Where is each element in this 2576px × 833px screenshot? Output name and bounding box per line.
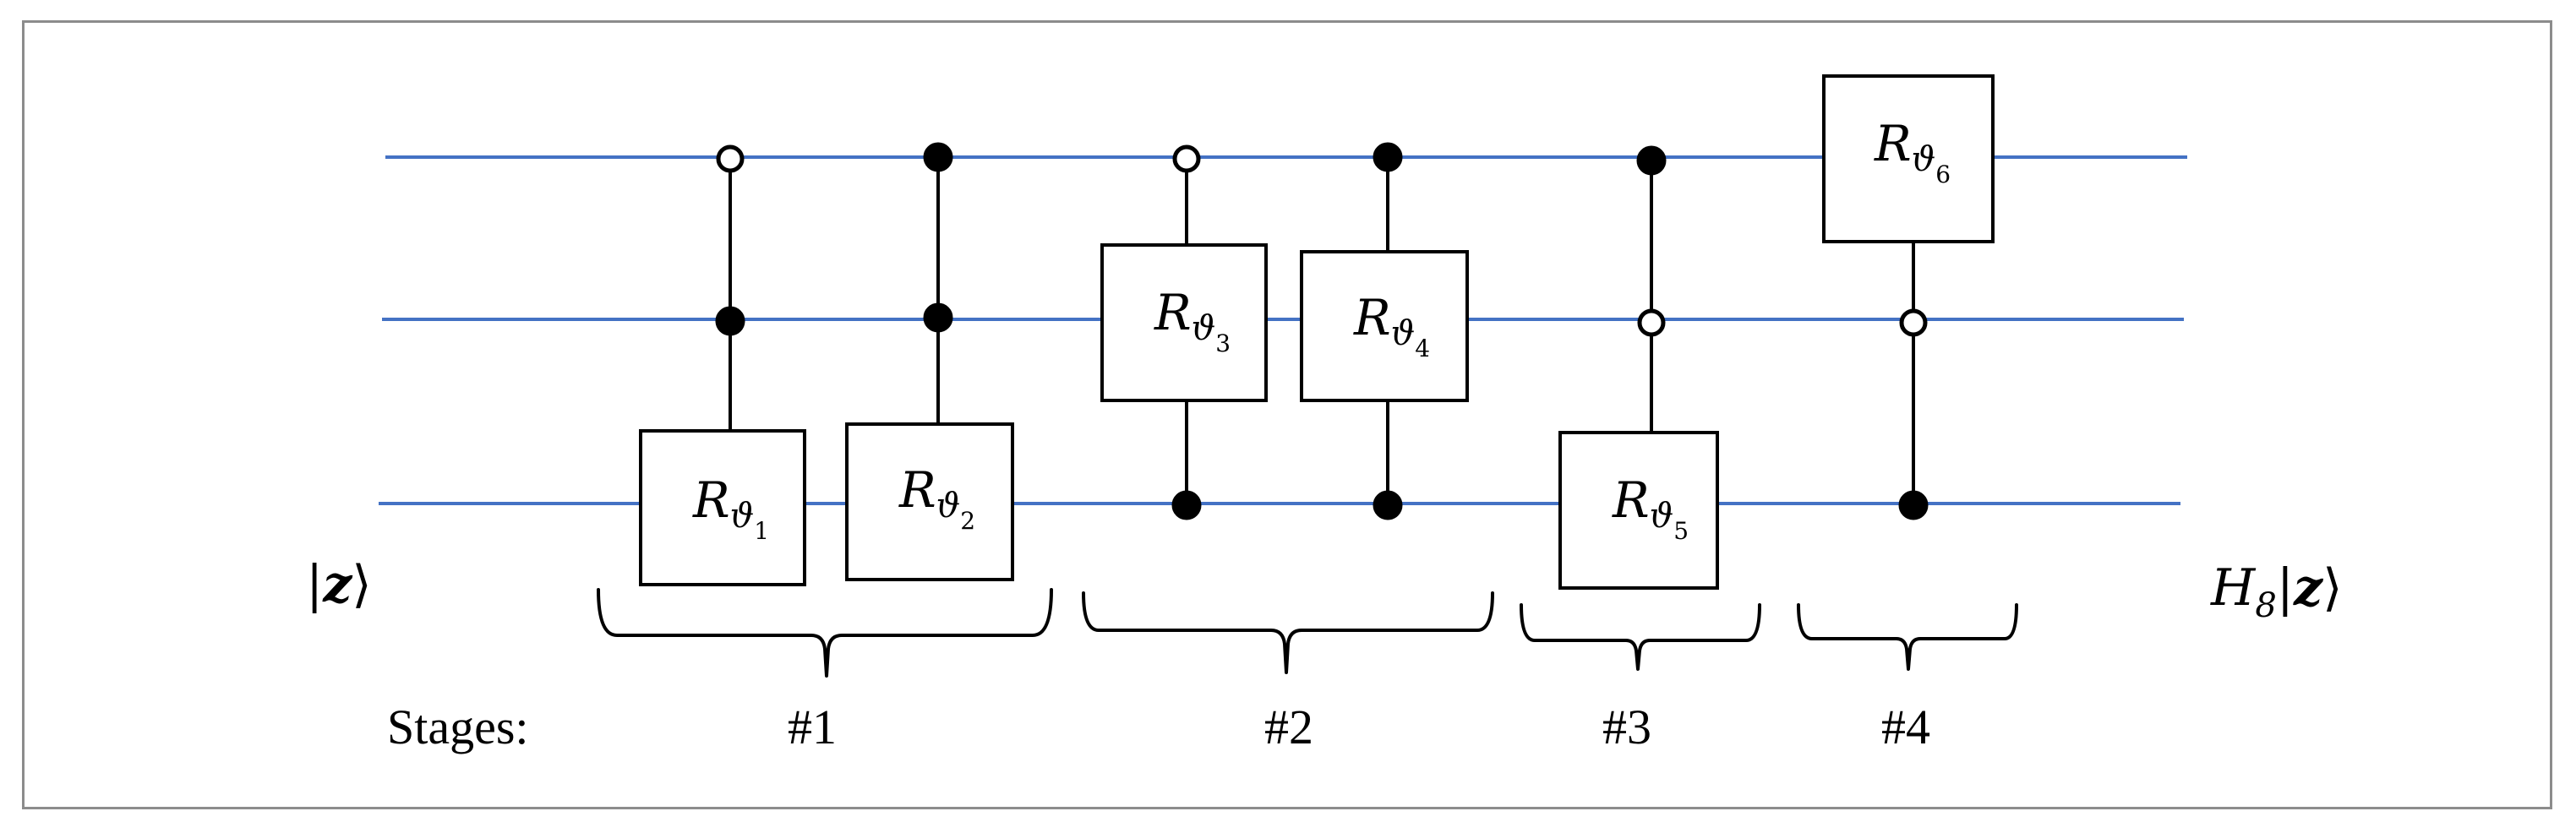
filled-control-dot [1373,490,1403,520]
rotation-gate-box [845,422,1014,581]
gate-label: Rϑ4 [1353,289,1430,362]
rotation-gate-box [639,429,806,586]
filled-control-dot [1898,490,1929,520]
gate-label: Rϑ1 [692,471,769,545]
controlled-gate-6: Rϑ6 [1822,74,1995,520]
stage-2-brace [1082,591,1494,674]
figure-frame [22,20,2552,809]
controlled-gate-3: Rϑ3 [1100,144,1268,520]
filled-control-dot [923,302,953,333]
open-control-dot [1899,308,1928,337]
filled-control-dot [715,306,745,336]
output-state-label: H8|z⟩ [2210,558,2343,625]
controlled-gate-5: Rϑ5 [1558,145,1719,590]
filled-control-dot [1171,490,1202,520]
open-control-dot [1172,144,1201,173]
stage-1-brace [597,588,1053,678]
gate-label: Rϑ6 [1874,115,1951,188]
stage-4-brace [1797,603,2018,671]
open-control-dot [716,144,745,173]
input-state-label: |z⟩ [306,555,372,614]
controlled-gate-4: Rϑ4 [1300,142,1469,520]
filled-control-dot [1373,142,1403,172]
rotation-gate-box [1100,243,1268,402]
open-control-dot [1637,308,1666,337]
gate-label: Rϑ3 [1154,284,1231,357]
rotation-gate-box [1822,74,1995,243]
stage-3-brace [1520,603,1761,671]
stage-4-label: #4 [1881,700,1930,754]
controlled-gate-2: Rϑ2 [845,142,1014,581]
filled-control-dot [1636,145,1667,176]
gate-label: Rϑ5 [1612,471,1689,545]
stages-label: Stages: [387,700,529,754]
rotation-gate-box [1558,431,1719,590]
rotation-gate-box [1300,250,1469,402]
gate-label: Rϑ2 [898,461,975,535]
stage-2-label: #2 [1264,700,1313,754]
stage-3-label: #3 [1602,700,1651,754]
stage-1-label: #1 [788,700,837,754]
filled-control-dot [923,142,953,172]
controlled-gate-1: Rϑ1 [639,144,806,586]
